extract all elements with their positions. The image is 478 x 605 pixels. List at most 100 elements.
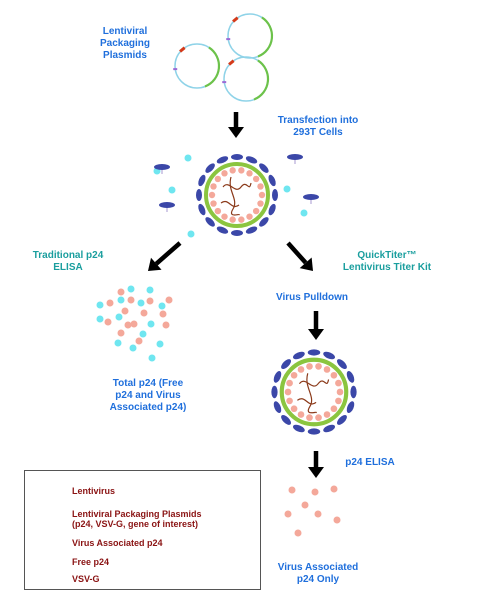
vsvg-glycoprotein (154, 164, 170, 170)
legend-vsvg-label: VSV-G (72, 574, 100, 584)
flow-arrow-head (308, 467, 324, 478)
vsvg-glycoprotein (273, 370, 282, 383)
virus-associated-p24 (252, 175, 260, 183)
free-p24 (129, 344, 137, 352)
virus-associated-p24 (146, 297, 154, 305)
viral-rna (306, 373, 317, 414)
virus-associated-p24 (315, 414, 322, 421)
virus-associated-p24 (246, 170, 253, 177)
virus-associated-p24 (210, 183, 217, 190)
virus-associated-p24 (257, 200, 264, 207)
vsvg-glycoprotein (198, 174, 206, 187)
viral-rna (222, 182, 252, 190)
free-p24 (137, 299, 145, 307)
virus-associated-p24 (258, 191, 266, 199)
vsvg-glycoprotein (273, 401, 282, 414)
virus-associated-p24 (284, 388, 292, 396)
free-p24 (283, 185, 291, 193)
virus-associated-p24 (314, 510, 322, 518)
vsvg-glycoprotein (216, 226, 229, 234)
virus-associated-p24 (306, 414, 313, 421)
plasmid-gene-arc (257, 16, 274, 58)
virus-associated-p24 (121, 307, 129, 315)
vsvg-glycoprotein (292, 351, 305, 360)
viral-rna (220, 201, 240, 207)
virus-associated-p24 (117, 288, 125, 296)
free-p24 (158, 302, 166, 310)
vsvg-glycoprotein (337, 359, 347, 369)
vsvg-glycoprotein (337, 415, 347, 425)
p24-elisa-label: p24 ELISA (345, 457, 395, 468)
virus-associated-p24 (106, 299, 114, 307)
packaging-plasmids-label: Lentiviral Packaging Plasmids (99, 26, 151, 61)
plasmid-marker (228, 59, 235, 66)
virus-associated-p24 (333, 516, 341, 524)
virus-associated-p24 (330, 371, 338, 379)
vsvg-glycoprotein (198, 203, 206, 216)
vsvg-glycoprotein (205, 163, 215, 173)
virus-associated-p24 (335, 379, 342, 387)
virus-associated-only-label: Virus Associated p24 Only (277, 562, 359, 585)
vsvg-glycoprotein (307, 349, 321, 356)
free-p24 (96, 315, 104, 323)
virus-associated-p24 (130, 320, 138, 328)
virus-associated-p24 (286, 397, 293, 405)
virus-associated-p24 (210, 200, 217, 207)
free-p24 (146, 286, 154, 294)
packaging-plasmids (173, 13, 274, 102)
viral-rna (297, 398, 317, 405)
vsvg-glycoprotein (271, 385, 278, 399)
vsvg-glycoprotein (231, 230, 243, 236)
vsvg-glycoprotein (272, 189, 278, 201)
vsvg-glycoprotein (159, 202, 175, 208)
virus-associated-p24 (301, 501, 309, 509)
virus-associated-p24 (252, 207, 260, 215)
free-p24 (300, 209, 308, 217)
flow-arrow-head (148, 257, 162, 271)
vsvg-glycoprotein (196, 189, 202, 201)
flow-arrow-head (308, 329, 324, 340)
virus-associated-p24 (117, 329, 125, 337)
vsvg-glycoprotein (231, 154, 243, 160)
virus-associated-p24 (214, 175, 222, 183)
vsvg-glycoprotein (346, 401, 355, 414)
legend-virus-associated-label: Virus Associated p24 (72, 538, 163, 548)
vsvg-glycoprotein (259, 163, 269, 173)
vsvg-glycoprotein (323, 351, 336, 360)
virus-associated-p24 (290, 371, 298, 379)
free-particles-top (153, 154, 319, 238)
virus-associated-p24 (330, 485, 338, 493)
virus-associated-p24 (159, 310, 167, 318)
virus-associated-p24 (127, 296, 135, 304)
virus-associated-p24 (330, 405, 338, 413)
plasmid-marker (232, 16, 239, 23)
virus-associated-p24 (284, 510, 292, 518)
legend-lentivirus-label: Lentivirus (72, 486, 116, 496)
virus-associated-p24 (165, 296, 173, 304)
virus-associated-p24 (315, 363, 322, 370)
virus-associated-p24 (290, 405, 298, 413)
vsvg-glycoprotein (216, 156, 229, 164)
virus-associated-p24 (294, 529, 302, 537)
free-p24 (115, 313, 123, 321)
virus-associated-p24 (140, 309, 148, 317)
virus-associated-p24 (104, 318, 112, 326)
virus-pulldown-label: Virus Pulldown (275, 292, 349, 303)
legend-free-p24-label: Free p24 (72, 557, 110, 567)
flow-arrow-shaft (154, 241, 182, 266)
vsvg-glycoprotein (287, 154, 303, 160)
free-p24 (156, 340, 164, 348)
flow-arrow-head (299, 257, 313, 271)
vsvg-glycoprotein (268, 203, 276, 216)
flow-arrow-head (228, 127, 244, 138)
plasmid-gene-arc (253, 59, 270, 101)
virus-associated-p24-particles (284, 485, 341, 537)
flow-arrows (148, 112, 324, 478)
virus-associated-p24 (323, 366, 331, 373)
virus-associated-p24 (238, 167, 245, 174)
vsvg-glycoprotein (323, 424, 336, 433)
virus-associated-p24 (335, 397, 342, 405)
virus-associated-p24 (221, 213, 228, 220)
virus-associated-p24 (286, 379, 293, 387)
